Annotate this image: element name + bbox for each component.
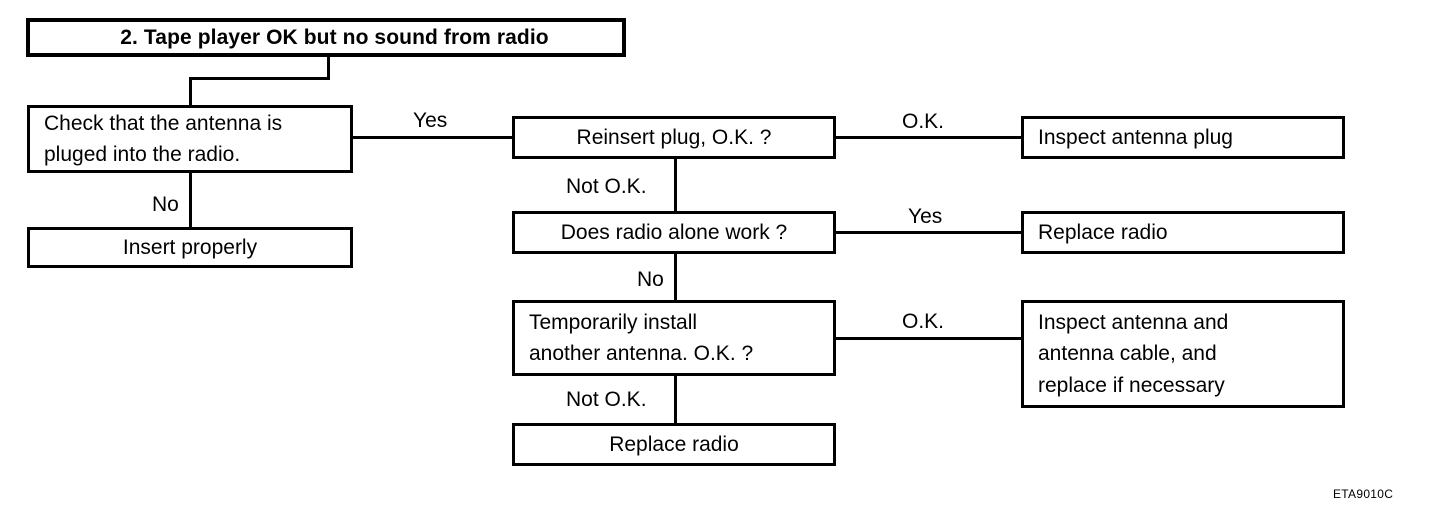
connector-temporarily-to-replace — [674, 376, 677, 424]
node-inspect-antenna-cable-line2: antenna cable, and — [1038, 342, 1217, 366]
node-insert-properly-text: Insert properly — [122, 235, 258, 259]
connector-check-to-insert — [189, 173, 192, 228]
edge-label-notok-does-radio: Not O.K. — [566, 175, 647, 198]
node-check-antenna-line2: pluged into the radio. — [44, 143, 241, 166]
node-check-antenna-line1: Check that the antenna is — [44, 111, 283, 135]
connector-title-to-check — [189, 77, 192, 106]
connector-reinsert-to-inspect — [836, 136, 1021, 139]
node-inspect-antenna-cable: Inspect antenna and antenna cable, and r… — [1021, 300, 1345, 408]
connector-does-radio-to-temporarily — [674, 254, 677, 302]
edge-label-ok-inspect-cable: O.K. — [902, 310, 945, 333]
edge-label-notok-replace-radio: Not O.K. — [566, 388, 647, 411]
node-inspect-antenna-cable-line1: Inspect antenna and — [1038, 311, 1229, 335]
node-replace-radio-lower: Replace radio — [512, 423, 836, 466]
node-check-antenna: Check that the antenna is pluged into th… — [27, 105, 353, 173]
connector-reinsert-to-does-radio — [674, 159, 677, 211]
node-reinsert-plug: Reinsert plug, O.K. ? — [512, 116, 836, 159]
edge-label-yes-replace-radio: Yes — [908, 205, 943, 228]
connector-check-to-reinsert — [353, 136, 512, 139]
node-inspect-antenna-plug-text: Inspect antenna plug — [1038, 125, 1233, 149]
node-temporarily-install-line2: another antenna. O.K. ? — [529, 342, 754, 365]
node-reinsert-plug-text: Reinsert plug, O.K. ? — [576, 125, 772, 149]
edge-label-no-temporarily: No — [637, 268, 664, 291]
edge-label-no-insert: No — [152, 193, 179, 216]
title-box: 2. Tape player OK but no sound from radi… — [26, 18, 626, 57]
title-text: 2. Tape player OK but no sound from radi… — [120, 25, 549, 49]
node-replace-radio-upper-text: Replace radio — [1038, 220, 1168, 244]
connector-title-horizontal — [189, 77, 329, 80]
node-temporarily-install: Temporarily install another antenna. O.K… — [512, 300, 836, 376]
connector-does-radio-to-replace — [836, 231, 1021, 234]
edge-label-yes-reinsert: Yes — [413, 109, 448, 132]
edge-label-ok-inspect-plug: O.K. — [902, 110, 945, 133]
node-inspect-antenna-cable-line3: replace if necessary — [1038, 373, 1225, 397]
node-does-radio-alone-work: Does radio alone work ? — [512, 211, 836, 254]
node-replace-radio-upper: Replace radio — [1021, 211, 1345, 254]
connector-temporarily-to-inspect-cable — [836, 337, 1021, 340]
node-inspect-antenna-plug: Inspect antenna plug — [1021, 116, 1345, 159]
footer-document-code: ETA9010C — [1333, 487, 1394, 501]
node-replace-radio-lower-text: Replace radio — [609, 432, 739, 456]
node-insert-properly: Insert properly — [27, 227, 353, 268]
node-temporarily-install-line1: Temporarily install — [529, 310, 698, 334]
node-does-radio-alone-work-text: Does radio alone work ? — [560, 220, 788, 244]
connector-title-drop — [327, 57, 330, 80]
